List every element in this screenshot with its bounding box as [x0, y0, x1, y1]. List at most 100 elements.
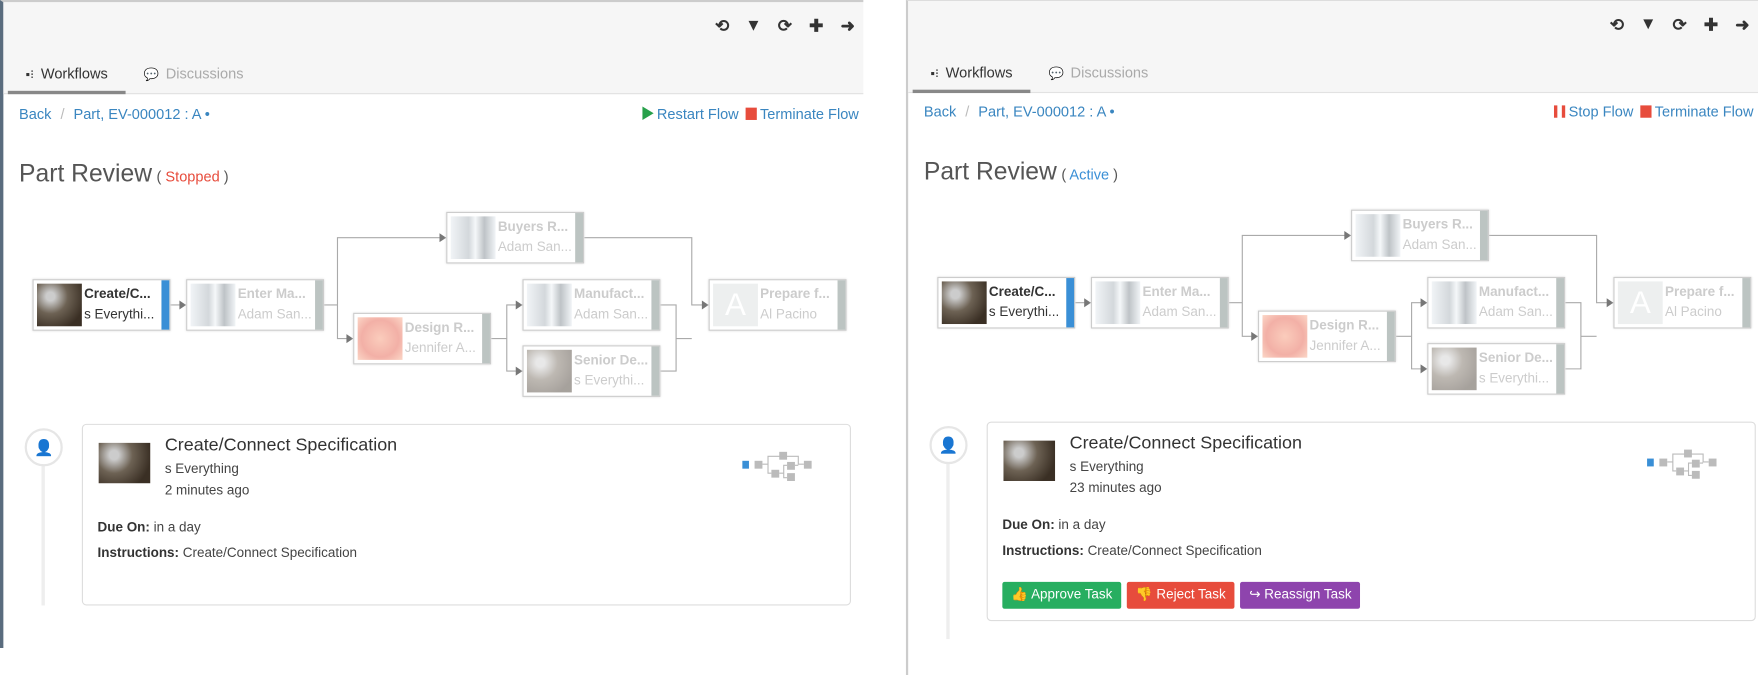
- step-status-bar: [1742, 278, 1751, 328]
- task-card: Create/Connect Specification s Everythin…: [986, 421, 1756, 622]
- arrow-head: [1606, 298, 1614, 308]
- refresh-icon[interactable]: ⟳: [777, 16, 792, 36]
- stop-icon: [1640, 105, 1652, 118]
- workflow-step-node[interactable]: Design R...Jennifer A...: [1257, 310, 1396, 363]
- instructions-label: Instructions:: [97, 544, 180, 561]
- back-link[interactable]: Back: [923, 103, 957, 120]
- step-avatar: [1262, 315, 1308, 358]
- step-assignee: s Everythi...: [84, 306, 155, 322]
- step-assignee: Adam San...: [1478, 303, 1553, 320]
- filter-icon[interactable]: ▼: [1639, 14, 1657, 34]
- play-icon: [642, 106, 654, 120]
- plus-icon[interactable]: ✚: [1703, 15, 1718, 35]
- arrow-right-icon[interactable]: ➜: [1735, 15, 1750, 35]
- step-name: Create/C...: [84, 285, 151, 302]
- timeline-line: [946, 442, 950, 640]
- step-status-bar: [1066, 278, 1075, 328]
- workflow-step-node[interactable]: Manufact... Adam San...: [1427, 276, 1566, 329]
- step-avatar: [1355, 214, 1401, 257]
- stop-flow-button[interactable]: Stop Flow: [1554, 103, 1633, 120]
- approve-task-button[interactable]: 👍 Approve Task: [1002, 581, 1122, 609]
- step-name: Buyers R...: [1402, 216, 1473, 233]
- workflow-step-node[interactable]: Manufact...Adam San...: [522, 279, 661, 331]
- step-status-bar: [1479, 210, 1488, 261]
- page-title: Part Review: [923, 156, 1057, 185]
- workflow-step-node[interactable]: Design R...Jennifer A...: [353, 312, 492, 365]
- step-avatar: [526, 283, 572, 327]
- workflow-step-node[interactable]: Senior De... s Everythi...: [522, 345, 661, 397]
- arrow-right-icon[interactable]: ➜: [840, 16, 855, 36]
- step-assignee: Adam San...: [237, 306, 312, 322]
- step-avatar: [1431, 347, 1477, 391]
- comments-icon: 💬: [143, 68, 160, 82]
- reassign-task-button[interactable]: ↪ Reassign Task: [1240, 581, 1361, 609]
- task-assignee: s Everything: [1069, 458, 1144, 475]
- workflow-step-node[interactable]: Buyers R...Adam San...: [1351, 209, 1489, 262]
- plus-icon[interactable]: ✚: [809, 16, 824, 36]
- due-label: Due On:: [1002, 516, 1055, 533]
- step-avatar: [526, 349, 572, 393]
- reject-task-button[interactable]: 👎 Reject Task: [1126, 581, 1235, 609]
- step-name: Create/C...: [988, 283, 1056, 300]
- step-assignee: Al Pacino: [760, 306, 818, 322]
- due-label: Due On:: [97, 519, 150, 535]
- tab-discussions[interactable]: 💬Discussions: [126, 58, 262, 94]
- share-icon: ↪: [1249, 586, 1261, 603]
- history-icon[interactable]: ⟲: [1609, 15, 1624, 35]
- due-value: in a day: [1058, 516, 1106, 533]
- step-assignee: Al Pacino: [1664, 303, 1722, 320]
- workflow-panel: ⟲ ▼ ⟳ ✚ ➜ ▪⁝Workflows 💬Discussions Back/Part…: [905, 0, 1758, 675]
- workflow-step-node[interactable]: Buyers R...Adam San...: [446, 211, 585, 264]
- arrow-head: [515, 300, 523, 310]
- comments-icon: 💬: [1048, 67, 1064, 81]
- workflow-panel: ⟲ ▼ ⟳ ✚ ➜ ▪⁝Workflows 💬Discussions Back / Part…: [0, 0, 864, 649]
- breadcrumb: Back/Part, EV-000012 : A •: [924, 103, 1115, 120]
- step-name: Prepare f...: [1664, 283, 1735, 300]
- assignee-avatar: [1003, 440, 1056, 481]
- tab-discussions[interactable]: 💬Discussions: [1031, 57, 1167, 93]
- step-assignee: s Everythi...: [1478, 369, 1550, 386]
- part-link[interactable]: Part, EV-000012 : A •: [978, 103, 1115, 120]
- history-icon[interactable]: ⟲: [714, 16, 730, 36]
- step-name: Enter Ma...: [237, 285, 306, 302]
- status-badge: Active: [1069, 165, 1110, 183]
- step-status-bar: [1556, 278, 1565, 328]
- separator: /: [60, 105, 65, 123]
- step-assignee: s Everythi...: [574, 372, 645, 388]
- assignee-avatar: [98, 442, 151, 484]
- task-card: Create/Connect Specification s Everythin…: [81, 423, 851, 606]
- workflow-step-node[interactable]: Create/C... s Everythi...: [937, 276, 1076, 329]
- workflow-step-node[interactable]: Enter Ma... Adam San...: [186, 279, 325, 331]
- step-name: Manufact...: [574, 285, 645, 302]
- workflow-step-node[interactable]: Create/C... s Everythi...: [32, 279, 171, 331]
- part-link[interactable]: Part, EV-000012 : A •: [73, 105, 210, 123]
- toolbar: ⟲ ▼ ⟳ ✚ ➜ ▪⁝Workflows 💬Discussions: [908, 1, 1758, 94]
- step-avatar: [36, 283, 82, 327]
- task-title: Create/Connect Specification: [1069, 433, 1302, 453]
- workflow-step-node[interactable]: Senior De...s Everythi...: [1427, 343, 1566, 395]
- step-name: Buyers R...: [497, 218, 569, 235]
- restart-flow-button[interactable]: Restart Flow: [642, 105, 739, 122]
- toolbar: ⟲ ▼ ⟳ ✚ ➜ ▪⁝Workflows 💬Discussions: [3, 2, 864, 95]
- tab-workflows[interactable]: ▪⁝Workflows: [912, 57, 1031, 94]
- arrow-head: [701, 300, 709, 310]
- tab-label: Workflows: [40, 65, 108, 82]
- task-time: 23 minutes ago: [1069, 479, 1162, 496]
- step-status-bar: [1386, 311, 1395, 362]
- breadcrumb: Back / Part, EV-000012 : A •: [19, 105, 210, 122]
- page-title: Part Review: [19, 159, 153, 188]
- step-status-bar: [575, 213, 584, 263]
- terminate-flow-button[interactable]: Terminate Flow: [1640, 103, 1754, 120]
- workflow-step-node[interactable]: Enter Ma...Adam San...: [1090, 276, 1229, 329]
- step-assignee: s Everythi...: [988, 303, 1060, 320]
- step-name: Senior De...: [574, 352, 649, 368]
- tab-workflows[interactable]: ▪⁝Workflows: [7, 58, 126, 95]
- step-status-bar: [482, 313, 490, 364]
- filter-icon[interactable]: ▼: [745, 15, 762, 35]
- terminate-flow-button[interactable]: Terminate Flow: [745, 105, 859, 122]
- step-name: Manufact...: [1478, 283, 1550, 300]
- refresh-icon[interactable]: ⟳: [1672, 15, 1687, 35]
- back-link[interactable]: Back: [19, 105, 52, 123]
